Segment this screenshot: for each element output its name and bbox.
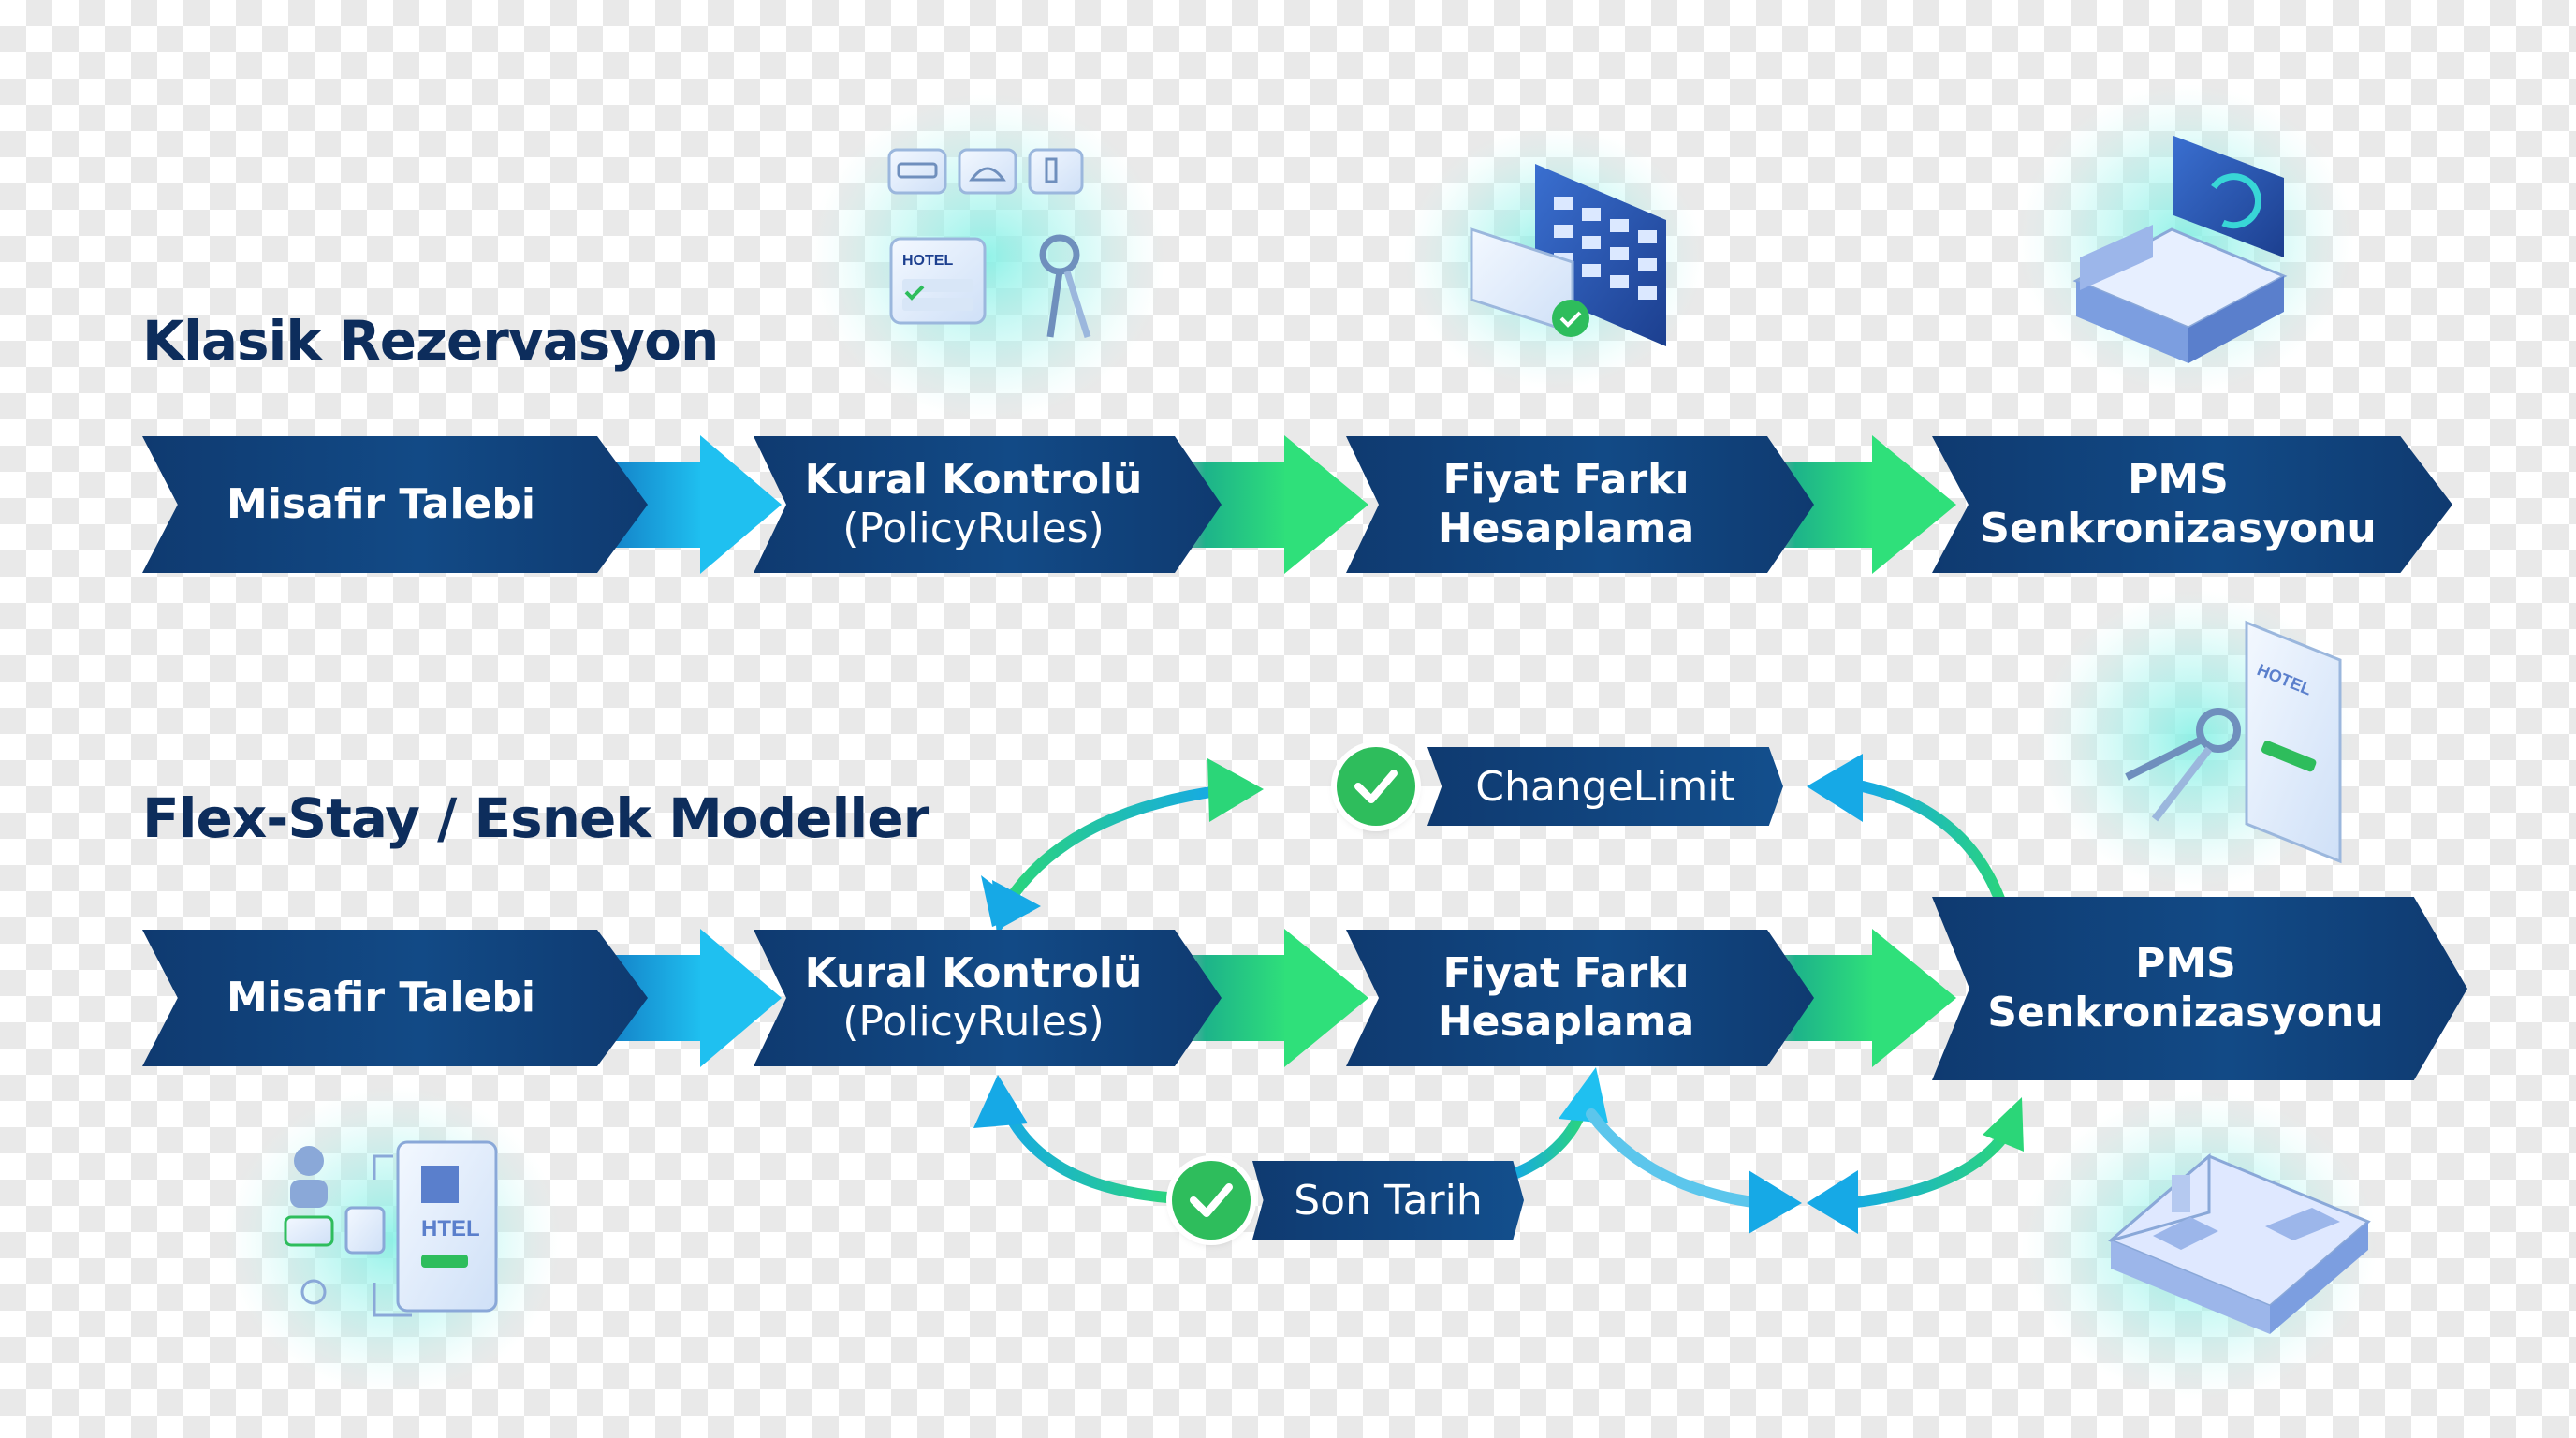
classic-step-pms-sync: PMS Senkronizasyonu — [1932, 436, 2452, 573]
loop-bottom-right-b-head — [1983, 1097, 2024, 1152]
step-label: PMS — [2135, 940, 2236, 988]
bed-sync-icon — [2072, 136, 2288, 363]
loop-bottom-mid-head — [1559, 1067, 1608, 1123]
step-sublabel: Senkronizasyonu — [1980, 505, 2377, 552]
calendar-payment-icon — [1470, 164, 1666, 346]
classic-step-price-diff: Fiyat Farkı Hesaplama — [1346, 436, 1814, 573]
step-sublabel: Hesaplama — [1437, 505, 1695, 552]
loop-top-left — [996, 785, 1222, 918]
section-title-flex: Flex-Stay / Esnek Modeller — [142, 786, 929, 850]
glow-icon-rules — [810, 94, 1165, 421]
loop-bottom-right-a — [1586, 1108, 1765, 1209]
step-label: Fiyat Farkı — [1442, 949, 1690, 997]
loop-top-right-head — [1807, 754, 1863, 822]
deadline-check-icon — [1172, 1161, 1251, 1240]
hotel-badge-label: HOTEL — [902, 253, 953, 269]
hotel-key-phone-icon: HOTEL — [2125, 620, 2342, 864]
step-label: PMS — [2128, 456, 2229, 504]
step-sublabel: (PolicyRules) — [842, 505, 1105, 552]
guest-hotel-icon: HTEL — [284, 1140, 498, 1317]
change-limit-check-icon — [1337, 747, 1415, 826]
flex-step-guest-request: Misafir Talebi — [142, 930, 648, 1066]
section-title-classic: Klasik Rezervasyon — [142, 309, 719, 373]
loop-bottom-right-a-head — [1749, 1170, 1802, 1234]
loop-bottom-left-head — [973, 1075, 1028, 1128]
classic-step-guest-request: Misafir Talebi — [142, 436, 648, 573]
classic-step-rule-check: Kural Kontrolü (PolicyRules) — [754, 436, 1222, 573]
loop-bottom-left — [994, 1085, 1185, 1204]
flex-step-rule-check: Kural Kontrolü (PolicyRules) — [754, 930, 1222, 1066]
step-sublabel: Hesaplama — [1437, 998, 1695, 1046]
loop-bottom-right-b-tail — [1807, 1170, 1858, 1234]
step-label: Fiyat Farkı — [1442, 456, 1690, 504]
flex-step-pms-sync: PMS Senkronizasyonu — [1932, 897, 2467, 1080]
step-label: Misafir Talebi — [227, 480, 535, 528]
step-label: Misafir Talebi — [227, 974, 535, 1021]
glow-icon-guest — [225, 1086, 562, 1395]
step-sublabel: Senkronizasyonu — [1987, 989, 2384, 1036]
flex-step-price-diff: Fiyat Farkı Hesaplama — [1346, 930, 1814, 1066]
hotel-rules-icon: HOTEL — [887, 148, 1091, 339]
loop-top-left-head-up — [1208, 758, 1264, 822]
deadline-tag: Son Tarih — [1252, 1161, 1524, 1240]
isometric-room-icon — [2108, 1152, 2371, 1334]
hotel-building-label: HTEL — [421, 1216, 480, 1241]
change-limit-tag: ChangeLimit — [1427, 747, 1783, 826]
step-label: Kural Kontrolü — [804, 949, 1143, 997]
step-sublabel: (PolicyRules) — [842, 998, 1105, 1046]
step-label: Kural Kontrolü — [804, 456, 1143, 504]
